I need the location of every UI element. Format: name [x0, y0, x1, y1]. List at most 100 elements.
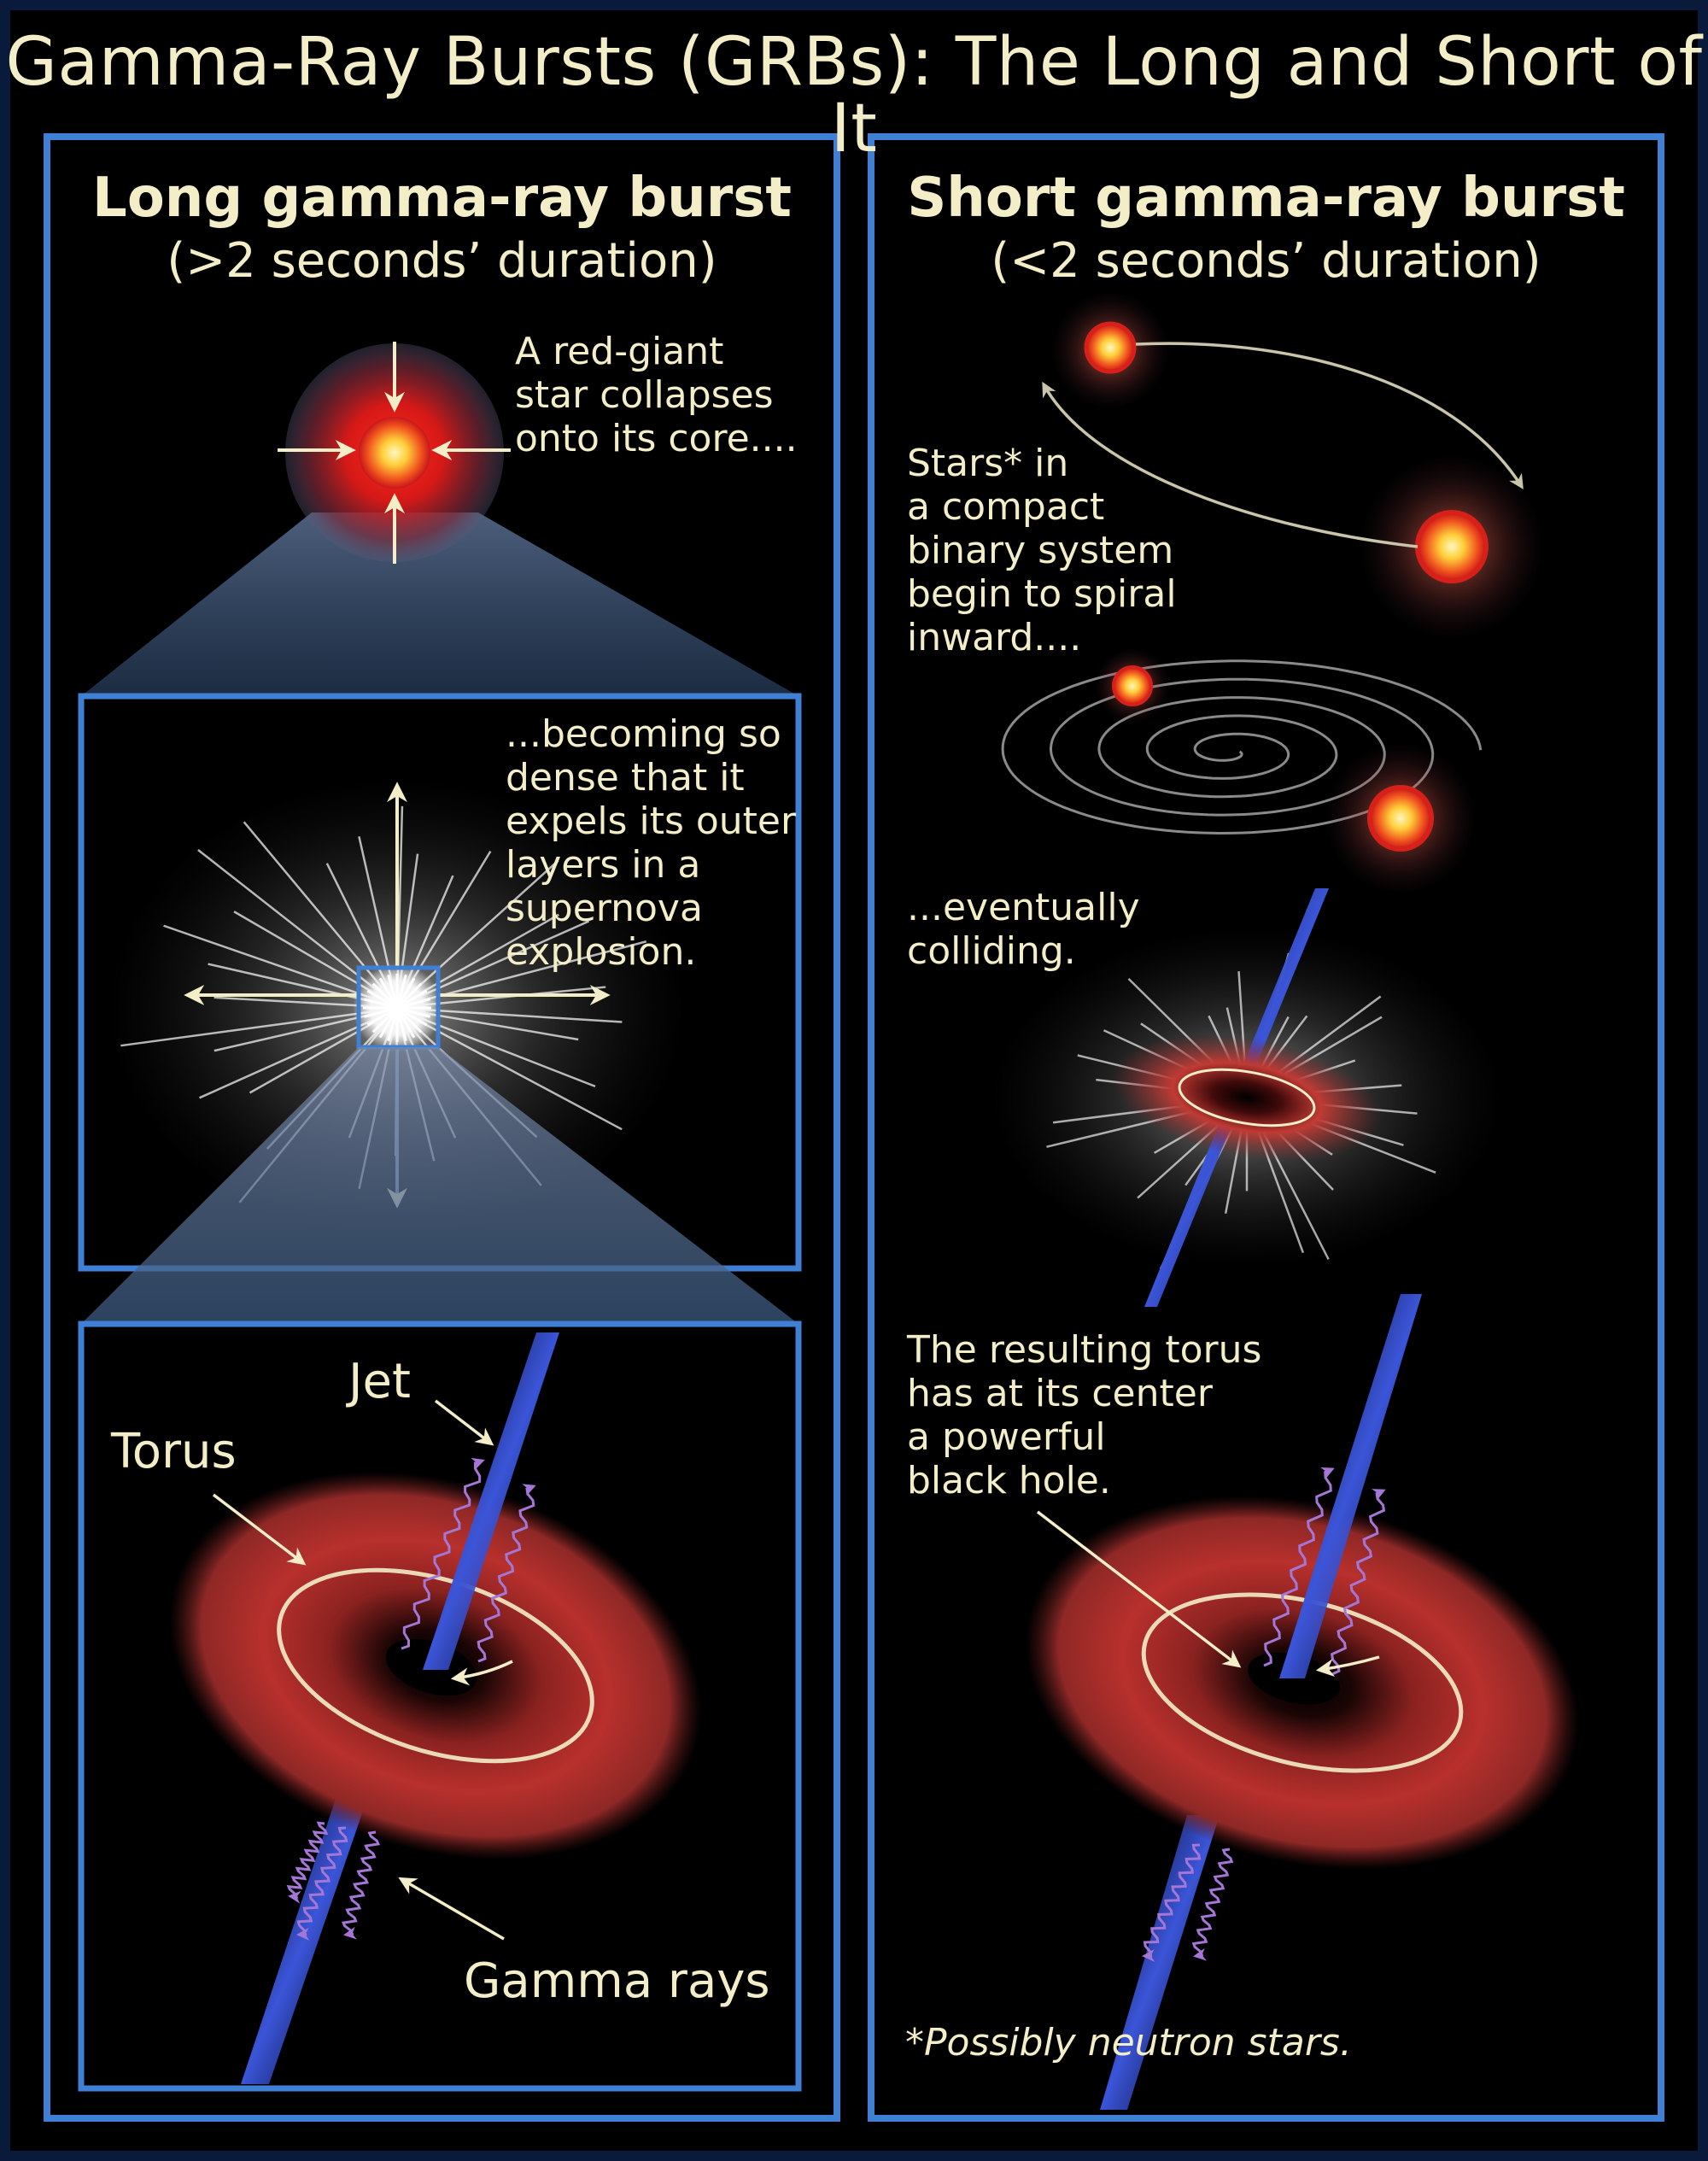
gamma-ray-wave [401, 1457, 485, 1650]
binary-star-b-icon [1415, 510, 1489, 583]
ray [407, 859, 559, 997]
footnote: *Possibly neutron stars. [905, 2021, 1352, 2064]
short-step1-text: Stars* in a compact binary system begin … [907, 442, 1177, 659]
long-step2-line: supernova [506, 887, 703, 930]
ray [412, 1014, 596, 1088]
short-step2-text: ...eventually colliding. [907, 886, 1140, 973]
core-ray [395, 974, 407, 1009]
gamma-ray-waves [286, 1457, 536, 1941]
ray [120, 1009, 381, 1047]
short-step3-line: a powerful [907, 1415, 1106, 1459]
core-ray [378, 1007, 399, 1039]
short-step1-line: inward.... [907, 616, 1082, 659]
gamma-ray-wave [1191, 1848, 1234, 1961]
short-lower-jet [1100, 1815, 1220, 2110]
short-gamma-ray-waves [1142, 1467, 1386, 1963]
short-step3-text: The resulting torus has at its center a … [907, 1328, 1261, 1502]
core-ray [371, 982, 399, 1010]
ray [199, 1015, 383, 1099]
core-ray [366, 1006, 398, 1027]
ray [197, 848, 386, 998]
core-ray [366, 989, 398, 1010]
jet-label: Jet [348, 1354, 411, 1409]
short-step1-line: begin to spiral [907, 572, 1177, 616]
long-step1-line: star collapses [515, 373, 774, 417]
core-ray [371, 1006, 399, 1034]
short-step1-line: a compact [907, 485, 1105, 529]
core-ray [396, 998, 431, 1010]
short-step2-line: ...eventually [907, 886, 1140, 929]
long-step2-line: ...becoming so [506, 712, 781, 756]
core-ray [396, 1006, 431, 1018]
core-ray [363, 998, 398, 1010]
long-step2-text: ...becoming so dense that it expels its … [506, 712, 796, 974]
gamma-ray-wave [341, 1830, 381, 1940]
long-step1-text: A red-giant star collapses onto its core… [515, 330, 798, 460]
short-step3-line: The resulting torus [907, 1328, 1262, 1372]
long-step1-line: A red-giant [515, 330, 724, 373]
gamma-ray-wave [286, 1821, 329, 1904]
long-burst-duration: (>2 seconds’ duration) [167, 233, 717, 289]
gamma-ray-wave [1330, 1489, 1386, 1676]
zoom-funnel-lower [81, 1047, 798, 1324]
spiral-star-b-icon [1367, 785, 1434, 852]
long-step2-line: expels its outer [506, 799, 797, 843]
ray [413, 1010, 579, 1041]
page-title: Gamma-Ray Bursts (GRBs): The Long and Sh… [5, 24, 1703, 167]
core-ray [395, 1006, 423, 1034]
binary-star-a-icon [1084, 321, 1137, 374]
ray [412, 920, 590, 1001]
core-ray [395, 977, 416, 1009]
ray [214, 1011, 381, 1052]
core-ray [387, 1007, 399, 1042]
short-step1-line: binary system [907, 529, 1174, 572]
long-burst-heading: Long gamma-ray burst [92, 167, 792, 230]
long-step2-line: dense that it [506, 756, 745, 799]
core-ray [395, 1007, 416, 1039]
ray [413, 1008, 623, 1023]
gamma-ray-wave [1142, 1843, 1202, 1963]
spiral-star-a-icon [1112, 665, 1153, 706]
long-burst-panel [44, 133, 840, 2122]
ray [410, 913, 559, 999]
short-upper-jet [1279, 1294, 1422, 1678]
collapse-arrows [278, 342, 511, 564]
short-step3-line: has at its center [907, 1372, 1213, 1415]
red-giant-core [359, 417, 430, 489]
zoom-funnel-upper [81, 512, 798, 696]
ray [208, 963, 381, 1004]
collision-torus [1111, 1034, 1383, 1162]
core-ray [378, 977, 399, 1009]
ray [163, 924, 382, 1003]
ray [243, 821, 389, 995]
core-ray [396, 989, 428, 1010]
long-step2-line: layers in a [506, 843, 701, 887]
core-ray [395, 982, 423, 1010]
collision-ring [1178, 1068, 1316, 1127]
core-ray [395, 1007, 407, 1042]
short-step1-line: Stars* in [907, 442, 1069, 485]
short-step2-line: colliding. [907, 929, 1076, 973]
core-ray [396, 1006, 428, 1027]
short-burst-heading: Short gamma-ray burst [907, 167, 1625, 230]
core-ray [387, 974, 399, 1009]
short-step3-line: black hole. [907, 1459, 1111, 1502]
core-ray [363, 1006, 398, 1018]
ray [214, 996, 381, 1008]
gamma-ray-wave [477, 1484, 536, 1663]
torus-label: Torus [111, 1424, 237, 1479]
supernova-core-rays [363, 974, 431, 1042]
label-arrows-long [212, 1399, 513, 1941]
long-step1-line: onto its core.... [515, 417, 798, 460]
short-burst-duration: (<2 seconds’ duration) [991, 233, 1541, 289]
ray [412, 940, 647, 1004]
short-burst-panel [868, 133, 1664, 2122]
long-step2-line: explosion. [506, 930, 697, 974]
upper-jet [423, 1332, 559, 1670]
gamma-rays-label: Gamma rays [464, 1953, 770, 2009]
ray [411, 1016, 623, 1131]
label-arrows-short [1036, 1510, 1380, 1678]
orbit-arrows [1042, 342, 1524, 548]
